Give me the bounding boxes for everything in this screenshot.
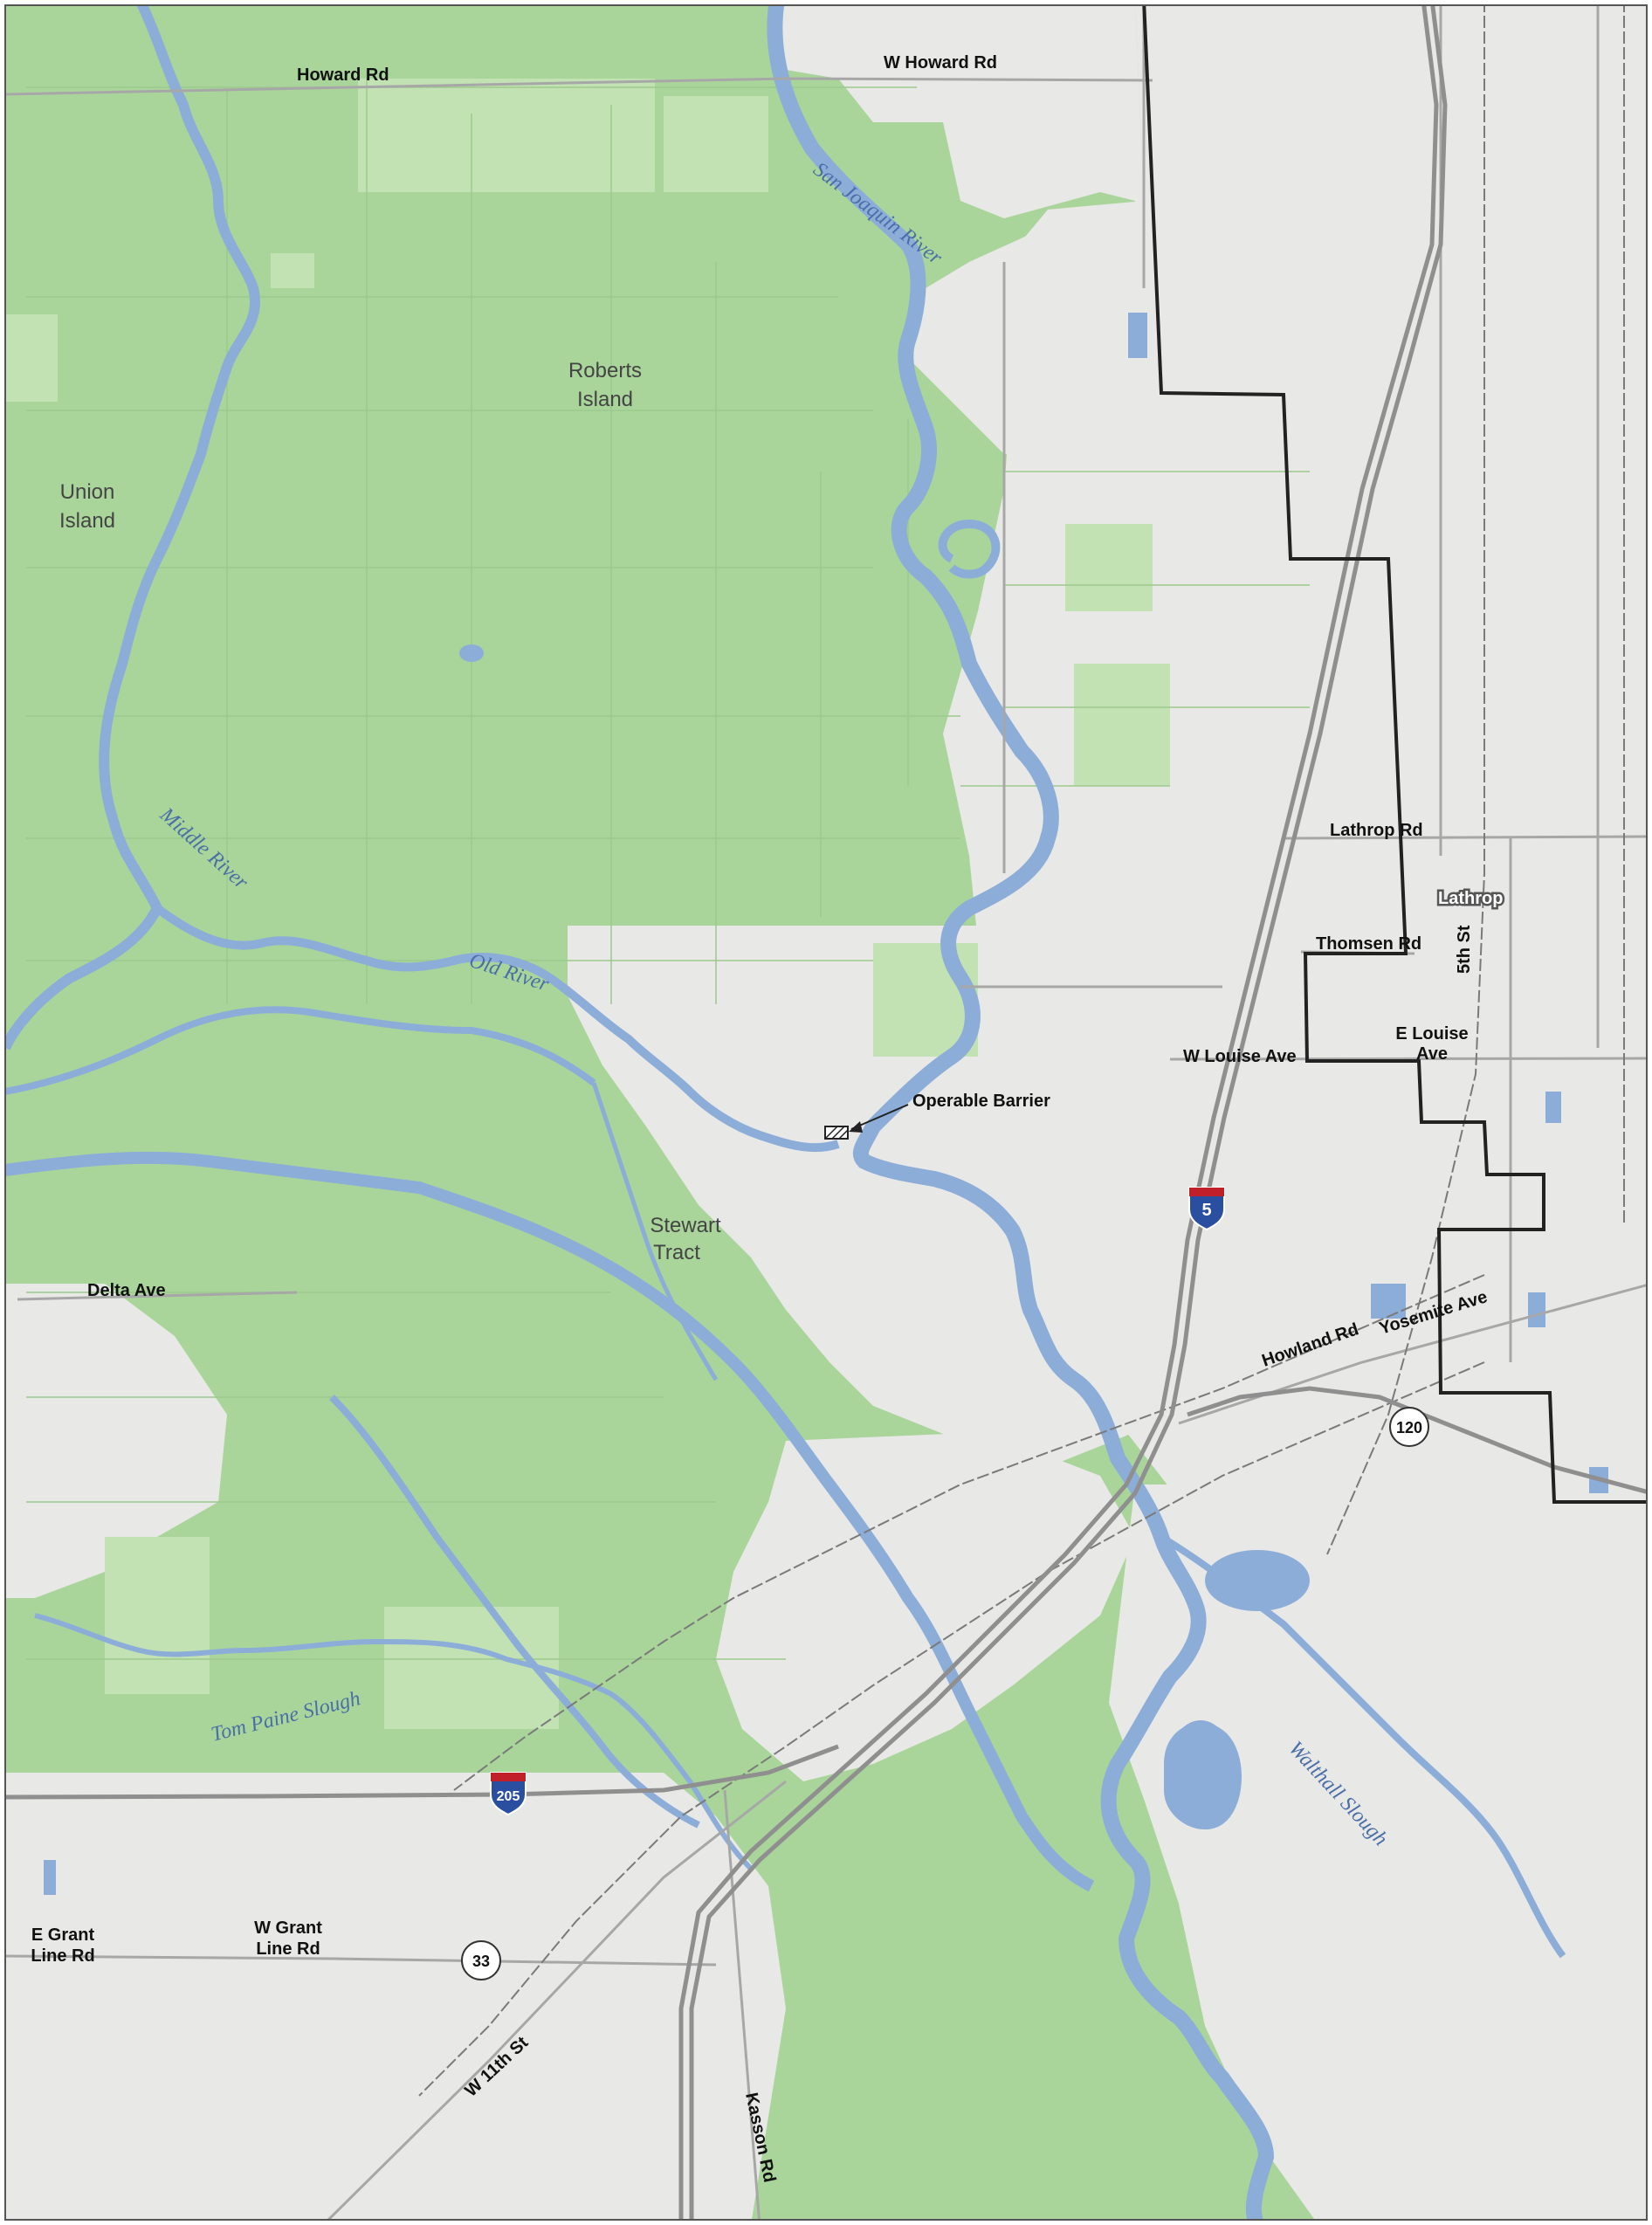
parcel — [358, 79, 655, 192]
map-border — [4, 4, 1648, 2221]
urban-area-southwest-fields — [5, 1284, 227, 1598]
river-old — [5, 1151, 1095, 1892]
label-union-island-line1: Union — [60, 480, 115, 504]
river-old-north-arm — [5, 1006, 596, 1095]
shield-sr33-number: 33 — [472, 1953, 490, 1970]
ponds — [44, 313, 1608, 1895]
railroads — [418, 5, 1625, 2097]
operable-barrier-marker[interactable] — [824, 1104, 909, 1140]
parcel — [1074, 664, 1170, 786]
label-lathrop-city: Lathrop — [1436, 887, 1505, 911]
pond — [459, 644, 484, 662]
barrier-hatch — [824, 1126, 849, 1140]
river-middle-south — [155, 904, 840, 1153]
road-louise-ave — [1169, 1057, 1647, 1061]
pond-south-lagoon — [1205, 1550, 1310, 1611]
rail-sw — [453, 1274, 1485, 1791]
urban-area-stewart — [568, 926, 1153, 1467]
road-delta-ave — [17, 1291, 298, 1301]
label-lathrop-rd: Lathrop Rd — [1330, 821, 1423, 840]
label-w-louise-ave: W Louise Ave — [1183, 1047, 1297, 1066]
label-e-grant-line-rd-line1: E Grant — [31, 1925, 95, 1945]
basin — [1545, 1092, 1561, 1123]
interstate-shield-top-bar — [1189, 1188, 1224, 1196]
label-lathrop: Lathrop — [1438, 889, 1503, 908]
label-e-grant-line-rd-line2: Line Rd — [31, 1946, 94, 1966]
label-howard-rd: Howard Rd — [297, 65, 389, 85]
label-union-island-line2: Island — [59, 509, 115, 533]
pond-oxbow-lake — [1166, 1720, 1236, 1825]
river-oxbow-north — [938, 519, 1001, 579]
field-grid — [26, 70, 1310, 1660]
urban-area-east-north — [1362, 1816, 1647, 2096]
basin — [1128, 313, 1147, 358]
waterways — [5, 5, 1566, 2220]
river-san-joaquin — [767, 5, 1275, 2220]
slough-tom-paine — [34, 1613, 754, 1871]
label-roberts-island-line1: Roberts — [568, 359, 642, 382]
parcel — [1065, 524, 1153, 611]
river-middle — [5, 5, 260, 1051]
slough-south-creek — [591, 1082, 719, 1381]
label-delta-ave: Delta Ave — [87, 1281, 166, 1300]
state-route-33-shield[interactable]: 33 — [461, 1940, 501, 1980]
label-stewart-tract-line2: Tract — [653, 1241, 700, 1264]
highway-i5 — [678, 5, 1439, 2220]
parcel — [664, 96, 768, 192]
state-route-120-shield[interactable]: 120 — [1389, 1407, 1429, 1447]
interstate-shield-icon — [1188, 1187, 1225, 1231]
interstate-5-shield[interactable]: 5 — [1188, 1187, 1225, 1231]
slough-paradise-cut — [329, 1395, 700, 1829]
road-lathrop-rd — [1283, 835, 1647, 840]
road-howard-rd — [5, 77, 1153, 96]
road-howland-rd — [1178, 1284, 1647, 1425]
parcel — [271, 253, 314, 288]
label-e-louise-ave-line1: E Louise — [1395, 1024, 1468, 1044]
label-w-grant-line-rd-line1: W Grant — [254, 1918, 322, 1938]
label-thomsen-rd: Thomsen Rd — [1316, 934, 1421, 954]
parcel — [384, 1607, 559, 1729]
interstate-205-shield[interactable]: 205 — [490, 1772, 527, 1816]
highway-i5-parallel — [689, 5, 1448, 2220]
label-e-louise-ave-line2: Ave — [1416, 1044, 1448, 1064]
basin — [1528, 1292, 1545, 1327]
parcel — [105, 1537, 210, 1694]
urban-area-north-strip — [769, 5, 1144, 454]
shield-i205-number: 205 — [497, 1789, 520, 1804]
barrier-arrowhead — [849, 1121, 863, 1133]
road-misc — [960, 5, 1600, 1048]
interstate-shield-icon — [490, 1772, 527, 1816]
interstate-shield-top-bar — [491, 1773, 526, 1781]
local-roads — [5, 5, 1647, 2220]
basin — [1371, 1284, 1406, 1319]
label-stewart-tract-line1: Stewart — [650, 1214, 721, 1237]
label-w-howard-rd: W Howard Rd — [884, 53, 997, 72]
parcel — [5, 314, 58, 402]
highway-i205 — [5, 1744, 839, 1800]
shield-sr120-number: 120 — [1396, 1419, 1422, 1436]
lathrop-city-boundary — [1142, 5, 1647, 1504]
road-kasson-rd — [723, 1789, 761, 2220]
label-roberts-island-line2: Island — [577, 388, 633, 411]
urban-area-central-south — [716, 1432, 1135, 1781]
basin — [44, 1860, 56, 1895]
road-grant-line-rd — [5, 1954, 717, 1967]
road-w-11th-st — [326, 1780, 787, 2220]
label-operable-barrier: Operable Barrier — [912, 1092, 1050, 1111]
rail-ns — [1326, 5, 1485, 1555]
state-route-shield-icon — [461, 1940, 501, 1980]
label-w-grant-line-rd-line2: Line Rd — [256, 1939, 320, 1959]
state-route-shield-icon — [1389, 1407, 1429, 1447]
urban-area-tracy — [5, 1773, 786, 2220]
shield-i5-number: 5 — [1201, 1201, 1211, 1220]
label-5th-st: 5th St — [1455, 925, 1474, 974]
rail-sw-2 — [418, 1361, 1485, 2097]
